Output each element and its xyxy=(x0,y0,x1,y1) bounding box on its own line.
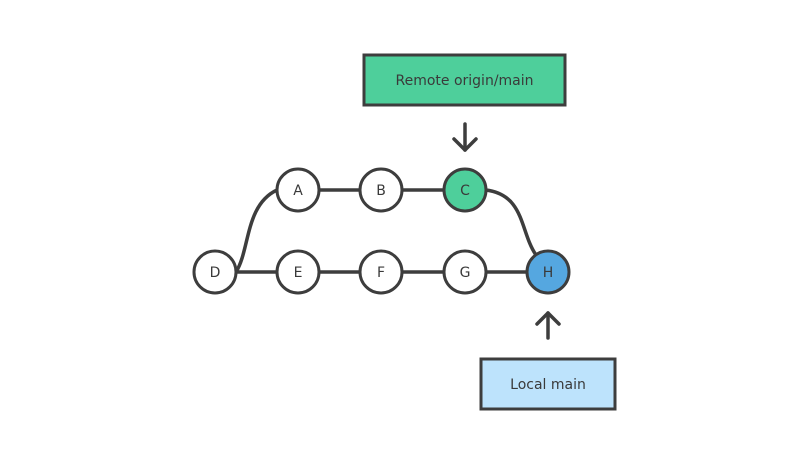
local-label-text: Local main xyxy=(510,377,586,393)
remote-label-box xyxy=(362,53,567,107)
commit-label-h: H xyxy=(543,265,554,281)
arrow-up-icon xyxy=(535,311,561,340)
commit-label-c: C xyxy=(460,183,470,199)
commit-label-e: E xyxy=(294,265,303,281)
local-label-box xyxy=(479,357,617,411)
commit-edges xyxy=(234,188,538,274)
edge-d-a xyxy=(234,188,279,274)
commit-node-f: F xyxy=(358,249,404,295)
remote-label-text: Remote origin/main xyxy=(395,73,533,89)
commit-label-f: F xyxy=(377,265,385,281)
edge-c-h xyxy=(484,188,538,257)
commit-node-d: D xyxy=(192,249,238,295)
arrow-down-icon xyxy=(452,122,478,152)
commit-node-g: G xyxy=(442,249,488,295)
commit-node-h: H xyxy=(525,249,571,295)
commit-label-b: B xyxy=(376,183,386,199)
commit-label-a: A xyxy=(293,183,303,199)
commit-label-g: G xyxy=(460,265,471,281)
commit-node-e: E xyxy=(275,249,321,295)
commit-node-a: A xyxy=(275,167,321,213)
commit-node-c: C xyxy=(442,167,488,213)
remote-origin-main-label: Remote origin/main xyxy=(362,53,567,107)
commit-node-b: B xyxy=(358,167,404,213)
commit-label-d: D xyxy=(210,265,221,281)
local-main-label: Local main xyxy=(479,357,617,411)
